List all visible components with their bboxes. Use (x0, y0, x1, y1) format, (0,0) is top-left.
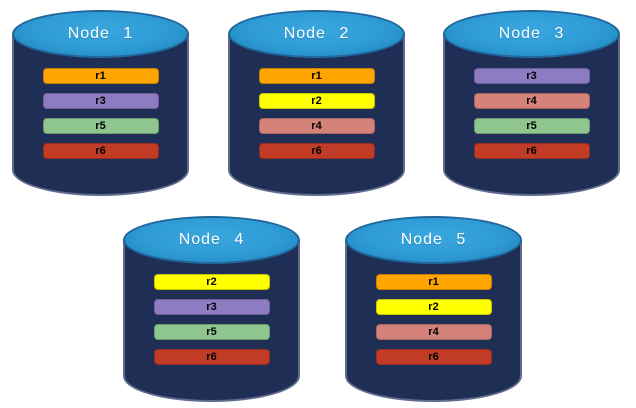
replica-bar-r2: r2 (375, 299, 492, 315)
replica-label: r6 (95, 144, 106, 157)
replica-bar-r6: r6 (375, 349, 492, 365)
replica-label: r6 (428, 350, 439, 363)
cylinder-top-ellipse: Node 2 (228, 10, 405, 58)
cylinder-body (12, 34, 189, 196)
replica-bar-r6: r6 (473, 143, 590, 159)
replica-bar-r5: r5 (473, 118, 590, 134)
node-cylinder-4: Node 4 r2 r3 r5 r6 (123, 216, 300, 402)
replica-bar-r5: r5 (42, 118, 159, 134)
replica-label: r5 (95, 119, 106, 132)
replica-bar-r6: r6 (153, 349, 270, 365)
replica-label: r6 (206, 350, 217, 363)
replica-bar-r1: r1 (258, 68, 375, 84)
cylinder-top-ellipse: Node 5 (345, 216, 522, 264)
replica-stack: r1 r2 r4 r6 (345, 274, 522, 365)
replica-label: r5 (206, 325, 217, 338)
cylinder-top-ellipse: Node 4 (123, 216, 300, 264)
node-cylinder-3: Node 3 r3 r4 r5 r6 (443, 10, 620, 196)
replica-label: r1 (95, 69, 106, 82)
replica-label: r4 (428, 325, 439, 338)
replica-bar-r3: r3 (473, 68, 590, 84)
replica-bar-r4: r4 (258, 118, 375, 134)
replica-bar-r1: r1 (42, 68, 159, 84)
node-cylinder-1: Node 1 r1 r3 r5 r6 (12, 10, 189, 196)
replica-label: r3 (95, 94, 106, 107)
replica-label: r1 (311, 69, 322, 82)
replica-label: r2 (428, 300, 439, 313)
replica-label: r5 (526, 119, 537, 132)
node-cylinder-2: Node 2 r1 r2 r4 r6 (228, 10, 405, 196)
replica-bar-r4: r4 (375, 324, 492, 340)
replica-stack: r1 r2 r4 r6 (228, 68, 405, 159)
replica-label: r6 (526, 144, 537, 157)
replica-label: r6 (311, 144, 322, 157)
node-label: Node 2 (283, 25, 350, 42)
cylinder-top-ellipse: Node 3 (443, 10, 620, 58)
replica-label: r3 (526, 69, 537, 82)
replica-stack: r1 r3 r5 r6 (12, 68, 189, 159)
replica-bar-r4: r4 (473, 93, 590, 109)
replica-bar-r3: r3 (42, 93, 159, 109)
replica-bar-r2: r2 (153, 274, 270, 290)
replica-label: r4 (311, 119, 322, 132)
replica-label: r2 (311, 94, 322, 107)
node-label: Node 5 (400, 231, 467, 248)
replica-stack: r2 r3 r5 r6 (123, 274, 300, 365)
replica-stack: r3 r4 r5 r6 (443, 68, 620, 159)
node-label: Node 1 (67, 25, 134, 42)
cylinder-body (345, 240, 522, 402)
replica-label: r3 (206, 300, 217, 313)
replica-label: r4 (526, 94, 537, 107)
replica-bar-r6: r6 (42, 143, 159, 159)
cylinder-body (443, 34, 620, 196)
replica-bar-r3: r3 (153, 299, 270, 315)
cylinder-top-ellipse: Node 1 (12, 10, 189, 58)
node-label: Node 4 (178, 231, 245, 248)
replica-label: r2 (206, 275, 217, 288)
node-cylinder-5: Node 5 r1 r2 r4 r6 (345, 216, 522, 402)
replica-bar-r1: r1 (375, 274, 492, 290)
replica-bar-r6: r6 (258, 143, 375, 159)
replica-bar-r5: r5 (153, 324, 270, 340)
node-label: Node 3 (498, 25, 565, 42)
cylinder-body (228, 34, 405, 196)
replica-bar-r2: r2 (258, 93, 375, 109)
cylinder-body (123, 240, 300, 402)
replica-label: r1 (428, 275, 439, 288)
